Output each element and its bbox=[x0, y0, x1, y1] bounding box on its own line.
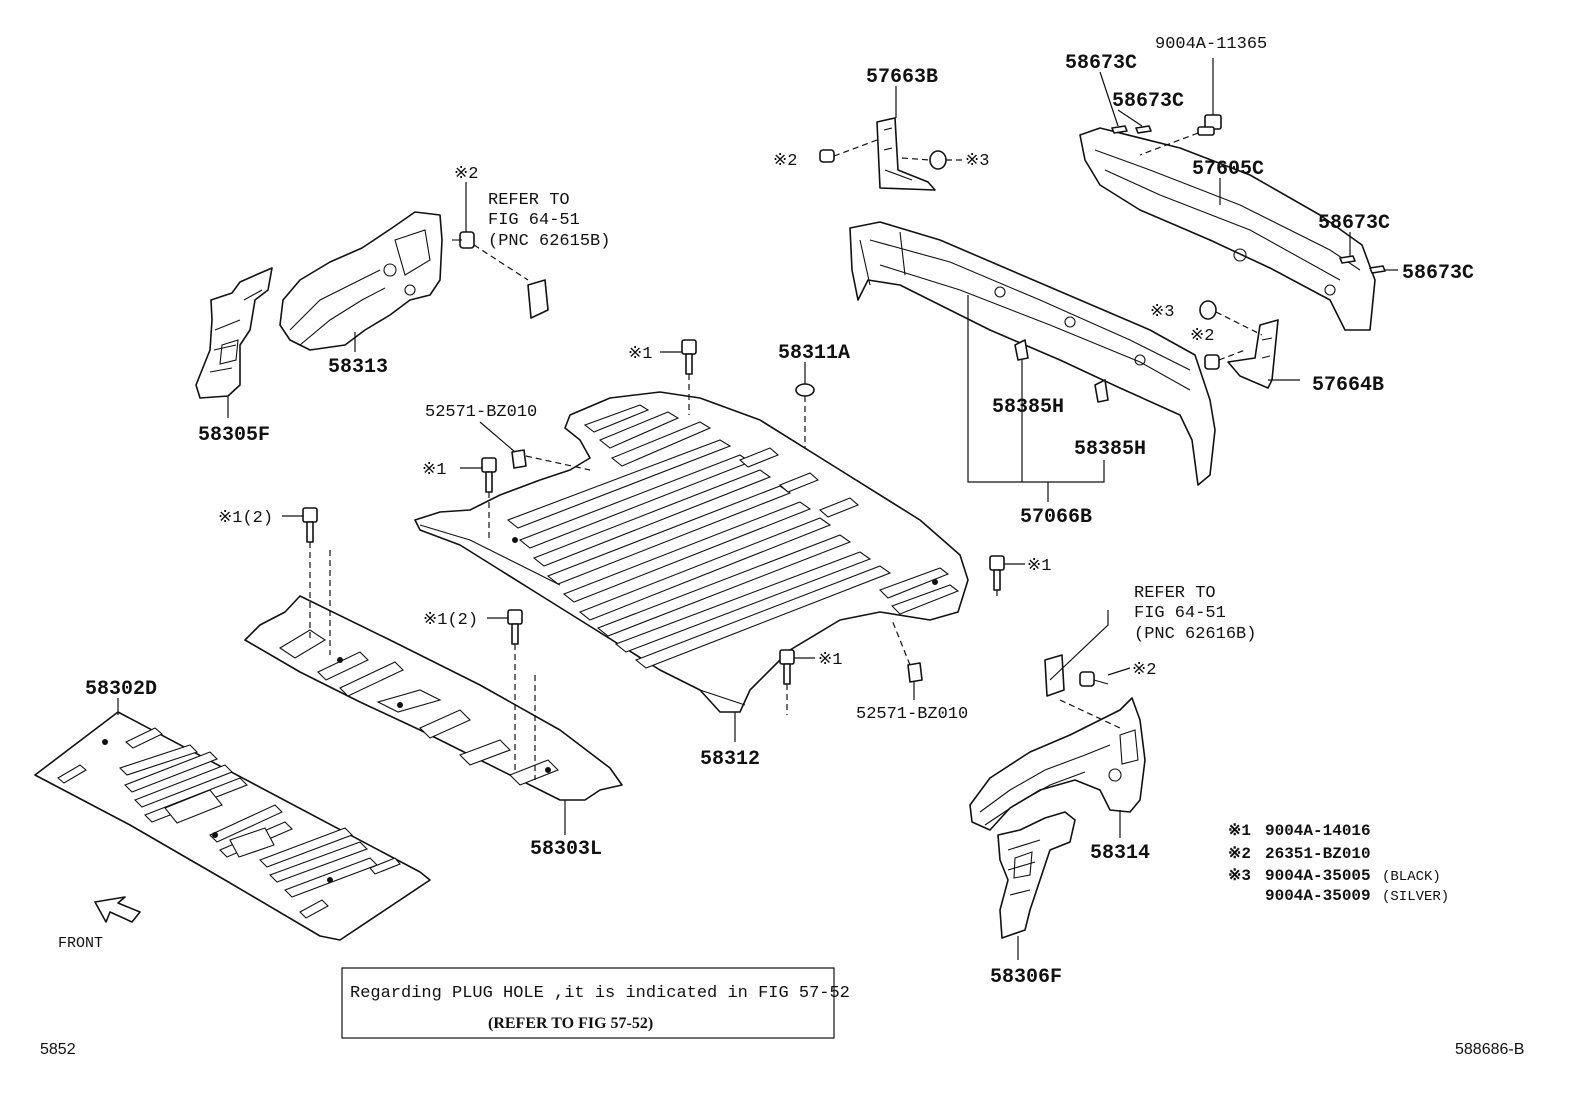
tape-icon bbox=[1111, 125, 1386, 274]
bracket-icon bbox=[1014, 339, 1109, 403]
part-label-58673C[interactable]: 58673C bbox=[1318, 212, 1390, 235]
part-label-58302D[interactable]: 58302D bbox=[85, 678, 157, 701]
bolt-icon bbox=[481, 457, 497, 493]
legend-part-9004A-14016[interactable]: 9004A-14016 bbox=[1265, 822, 1371, 840]
fastener-mark-2: ※2 bbox=[454, 165, 478, 184]
part-label-58385H[interactable]: 58385H bbox=[992, 396, 1064, 419]
part-label-58314[interactable]: 58314 bbox=[1090, 842, 1150, 865]
part-58314-drawing bbox=[969, 697, 1146, 831]
bolt-icon bbox=[1197, 114, 1222, 136]
legend-part-26351-BZ010[interactable]: 26351-BZ010 bbox=[1265, 845, 1371, 863]
legend-color-black: (BLACK) bbox=[1382, 869, 1441, 885]
clip-icon bbox=[819, 149, 835, 163]
panel-ribs bbox=[57, 727, 401, 919]
fastener-mark-2: ※2 bbox=[1132, 661, 1156, 680]
fastener-mark-1: ※1 bbox=[628, 345, 652, 364]
part-label-58312[interactable]: 58312 bbox=[700, 748, 760, 771]
refer-to-label[interactable]: REFER TO bbox=[1134, 584, 1216, 603]
fastener-mark-1: ※1 bbox=[818, 651, 842, 670]
part-label-57663B[interactable]: 57663B bbox=[866, 66, 938, 89]
fastener-mark-1: ※1 bbox=[422, 461, 446, 480]
legend-mark-3: ※3 bbox=[1228, 867, 1251, 885]
part-57664B-drawing bbox=[1227, 319, 1279, 389]
clip-icon bbox=[511, 449, 527, 469]
part-label-58673C[interactable]: 58673C bbox=[1112, 90, 1184, 113]
legend-mark-2: ※2 bbox=[1228, 845, 1251, 863]
part-label-58306F[interactable]: 58306F bbox=[990, 966, 1062, 989]
legend-mark-1: ※1 bbox=[1228, 822, 1251, 840]
front-label: FRONT bbox=[58, 935, 103, 952]
bolt-icon bbox=[507, 609, 523, 645]
part-label-58673C[interactable]: 58673C bbox=[1065, 52, 1137, 75]
plug-icon bbox=[795, 383, 815, 397]
part-label-57664B[interactable]: 57664B bbox=[1312, 374, 1384, 397]
legend-part-9004A-35009[interactable]: 9004A-35009 bbox=[1265, 887, 1371, 905]
note-line-1: Regarding PLUG HOLE ,it is indicated in … bbox=[350, 984, 850, 1003]
part-58312-drawing bbox=[414, 391, 969, 713]
part-label-58385H[interactable]: 58385H bbox=[1074, 438, 1146, 461]
fastener-mark-1-qty2: ※1(2) bbox=[423, 611, 478, 630]
reference-notes: REFER TO FIG 64-51 (PNC 62615B) REFER TO… bbox=[488, 191, 1256, 644]
refer-to-label[interactable]: REFER TO bbox=[488, 191, 570, 210]
floor-ribs bbox=[506, 404, 960, 669]
clip-icon bbox=[1079, 671, 1109, 687]
part-58313-drawing bbox=[279, 211, 443, 351]
part-label-58311A[interactable]: 58311A bbox=[778, 342, 850, 365]
figure-number-left: 5852 bbox=[40, 1041, 76, 1058]
part-58306F-drawing bbox=[997, 811, 1076, 939]
part-58302D-drawing bbox=[34, 711, 431, 941]
note-box bbox=[341, 967, 835, 1039]
part-57663B-drawing bbox=[876, 117, 936, 191]
plate-ribs bbox=[278, 629, 559, 786]
bolt-icon bbox=[989, 555, 1005, 591]
part-label-57066B[interactable]: 57066B bbox=[1020, 506, 1092, 529]
part-label-58673C[interactable]: 58673C bbox=[1402, 262, 1474, 285]
legend-part-9004A-35005[interactable]: 9004A-35005 bbox=[1265, 867, 1371, 885]
note-line-2: (REFER TO FIG 57-52) bbox=[488, 1015, 653, 1032]
part-label-9004A-11365[interactable]: 9004A-11365 bbox=[1155, 35, 1267, 54]
part-label-57605C[interactable]: 57605C bbox=[1192, 158, 1264, 181]
part-57605C-drawing bbox=[1079, 127, 1376, 331]
fastener-mark-2: ※2 bbox=[1190, 327, 1214, 346]
fastener-mark-1: ※1 bbox=[1027, 557, 1051, 576]
plug-cover-drawing bbox=[527, 279, 549, 319]
plug-icon bbox=[929, 150, 947, 170]
fastener-mark-2: ※2 bbox=[773, 152, 797, 171]
figure-code-right: 588686-B bbox=[1455, 1041, 1524, 1058]
part-label-58313[interactable]: 58313 bbox=[328, 356, 388, 379]
part-number-labels: 58305F 58313 57663B 58673C 58673C 58673C… bbox=[85, 35, 1474, 989]
part-label-52571-BZ010[interactable]: 52571-BZ010 bbox=[425, 403, 537, 422]
fastener-mark-3: ※3 bbox=[965, 152, 989, 171]
part-58305F-drawing bbox=[195, 267, 273, 399]
refer-pnc-label[interactable]: (PNC 62615B) bbox=[488, 232, 610, 251]
refer-fig-label[interactable]: FIG 64-51 bbox=[488, 211, 580, 230]
part-label-58303L[interactable]: 58303L bbox=[530, 838, 602, 861]
fastener-mark-3: ※3 bbox=[1150, 303, 1174, 322]
bolt-icon bbox=[779, 649, 795, 685]
fastener-legend: ※1 9004A-14016 ※2 26351-BZ010 ※3 9004A-3… bbox=[1228, 822, 1449, 905]
plug-hole-note: Regarding PLUG HOLE ,it is indicated in … bbox=[341, 967, 850, 1039]
legend-color-silver: (SILVER) bbox=[1382, 889, 1449, 905]
part-label-58305F[interactable]: 58305F bbox=[198, 424, 270, 447]
part-58303L-drawing bbox=[244, 595, 623, 801]
refer-fig-label[interactable]: FIG 64-51 bbox=[1134, 604, 1226, 623]
bolt-icon bbox=[681, 339, 697, 375]
part-57066B-drawing bbox=[849, 221, 1216, 486]
front-arrow-icon bbox=[94, 896, 141, 923]
fastener-mark-1-qty2: ※1(2) bbox=[218, 509, 273, 528]
clip-icon bbox=[452, 231, 475, 249]
fastener-marks: ※2 ※2 ※3 ※3 ※2 ※1 ※1 ※1(2) ※1(2) ※1 ※1 ※… bbox=[218, 152, 1214, 680]
refer-pnc-label[interactable]: (PNC 62616B) bbox=[1134, 625, 1256, 644]
plug-icon bbox=[1199, 300, 1217, 320]
clip-icon bbox=[1204, 354, 1220, 370]
bolt-icon bbox=[302, 507, 318, 543]
clip-icon bbox=[907, 662, 923, 683]
part-label-52571-BZ010[interactable]: 52571-BZ010 bbox=[856, 705, 968, 724]
